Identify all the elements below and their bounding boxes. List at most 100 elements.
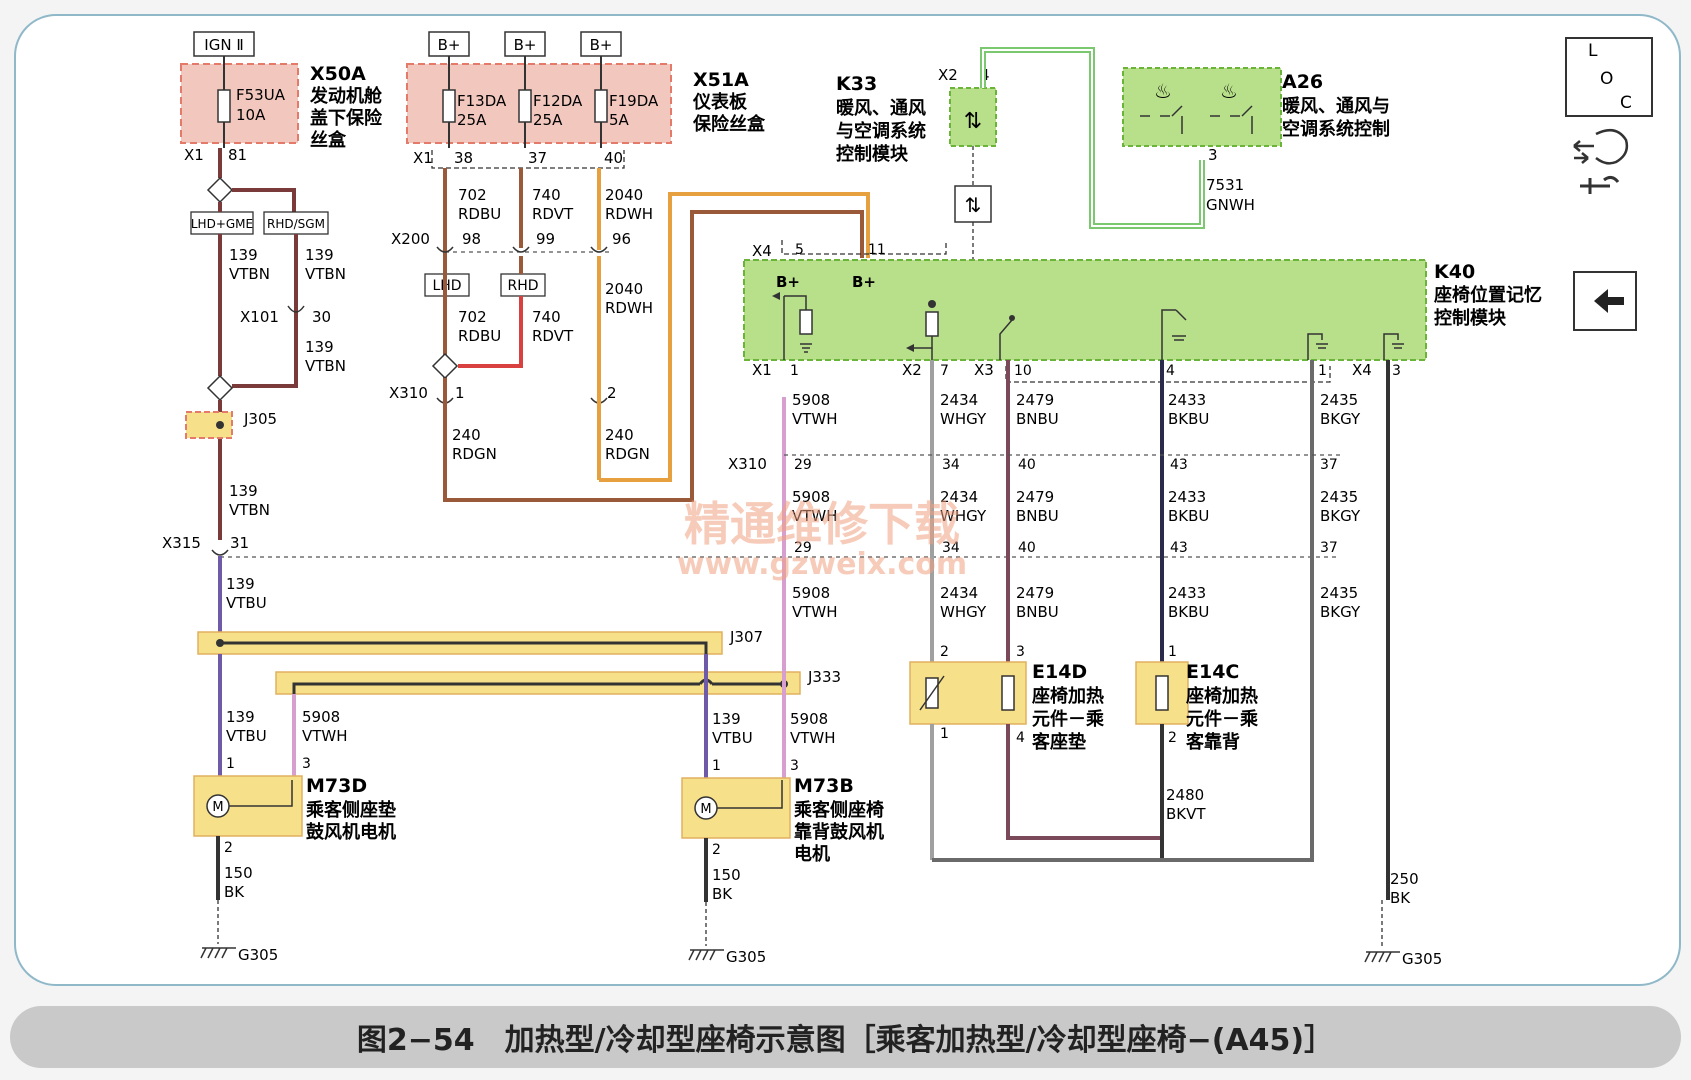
k40-name-1: 座椅位置记忆 (1434, 284, 1542, 306)
loc-icon (1565, 37, 1653, 117)
rdgn-a: RDGN (452, 445, 497, 463)
bk-c: BK (1390, 889, 1411, 907)
w5908-e: 5908 (792, 584, 830, 602)
a26-pin-3: 3 (1208, 146, 1218, 164)
k40-x3-label: X3 (974, 361, 994, 379)
m73b-pin-3: 3 (790, 758, 799, 774)
e14d-pin-3: 3 (1016, 644, 1025, 660)
whgy-c: WHGY (940, 603, 987, 621)
k33-data-icon: ⇅ (964, 109, 982, 134)
e14d-pin-2: 2 (940, 644, 949, 660)
m73b-name-1: 乘客侧座椅 (793, 799, 884, 821)
bkbu-a: BKBU (1168, 410, 1209, 428)
w7531: 7531 (1206, 176, 1244, 194)
loc-o: O (1600, 69, 1613, 89)
pin-30: 30 (312, 308, 331, 326)
x50a-x1-label: X1 (184, 146, 204, 164)
x310-lower-label: X310 (728, 455, 767, 473)
w5908-a: 5908 (302, 708, 340, 726)
pin-81: 81 (228, 146, 247, 164)
e14c-heater-icon (1155, 675, 1169, 711)
whgy-b: WHGY (940, 507, 987, 525)
m73b-id: M73B (794, 775, 854, 797)
vtwh-a: VTWH (302, 727, 348, 745)
x310-pin-43: 43 (1170, 457, 1188, 473)
x51a-id: X51A (693, 69, 749, 91)
k33-name-2: 与空调系统 (836, 120, 926, 142)
fuse-f53ua-label: F53UA (236, 86, 286, 104)
bplus-label-1: B+ (438, 36, 461, 54)
w2435-a: 2435 (1320, 391, 1358, 409)
x310-pin-34: 34 (942, 457, 960, 473)
k40-resistor-2 (925, 311, 939, 337)
bplus-box-2 (504, 31, 546, 57)
a26-name-1: 暖风、通风与 (1282, 95, 1390, 117)
x50a-name-1: 发动机舱 (309, 85, 383, 107)
fuse-f53ua-rating: 10A (236, 106, 266, 124)
w139-c: 139 (305, 338, 334, 356)
e14d-name-1: 座椅加热 (1032, 685, 1104, 707)
a26-box (1122, 67, 1282, 147)
m73d-name-1: 乘客侧座垫 (305, 799, 396, 821)
k40-ground-symbol-1 (800, 343, 812, 353)
fuse-f13da-label: F13DA (457, 92, 507, 110)
j307-label: J307 (729, 628, 763, 646)
vtbn-a: VTBN (229, 265, 270, 283)
figure-caption: 图2−54 加热型/冷却型座椅示意图［乘客加热型/冷却型座椅−(A45)］ (10, 1006, 1681, 1068)
j333-label: J333 (807, 668, 841, 686)
vtwh-b: VTWH (790, 729, 836, 747)
ground-label-3: G305 (1402, 950, 1442, 968)
pin-98: 98 (462, 230, 481, 248)
a26-seat-icon-2: ♨ (1220, 79, 1238, 103)
a26-name-2: 空调系统控制 (1282, 118, 1390, 140)
k40-x4-pin-1: 1 (1318, 363, 1327, 379)
w2480: 2480 (1166, 786, 1204, 804)
a26-seat-icon-1: ♨ (1154, 79, 1172, 103)
e14d-name-2: 元件－乘 (1032, 708, 1104, 730)
bplus-label-3: B+ (590, 36, 613, 54)
k40-x4-pin-3: 3 (1392, 363, 1401, 379)
x310-pin-40: 40 (1018, 457, 1036, 473)
w139-a: 139 (229, 246, 258, 264)
m73d-id: M73D (306, 775, 367, 797)
vtwh-c: VTWH (792, 410, 838, 428)
fuse-f12da-rating: 25A (533, 111, 563, 129)
w2479-c: 2479 (1016, 584, 1054, 602)
vtbu-c: VTBU (712, 729, 753, 747)
k40-x4-label: X4 (1352, 361, 1372, 379)
x51a-name-1: 仪表板 (692, 91, 748, 113)
x50a-name-3: 丝盒 (310, 129, 347, 151)
bkgy-a: BKGY (1320, 410, 1361, 428)
rdwh-b: RDWH (605, 299, 653, 317)
a26-switch-icon-2 (1210, 105, 1253, 134)
loc-l: L (1588, 41, 1598, 61)
k40-bplus-1: B+ (776, 273, 800, 291)
bkvt: BKVT (1166, 805, 1206, 823)
w139-b: 139 (305, 246, 334, 264)
j305-label: J305 (243, 410, 277, 428)
x51a-x1-label: X1 (413, 149, 433, 167)
w740-b: 740 (532, 308, 561, 326)
vtwh-d: VTWH (792, 507, 838, 525)
k33-box (949, 87, 997, 147)
w702-b: 702 (458, 308, 487, 326)
e14c-pin-2: 2 (1168, 730, 1177, 746)
m73b-name-2: 靠背鼓风机 (794, 821, 884, 843)
x50a-fuse-box (180, 63, 299, 144)
m73b-motor-letter: M (700, 802, 711, 817)
w5908-d: 5908 (792, 488, 830, 506)
pin-40: 40 (604, 149, 623, 167)
w740-a: 740 (532, 186, 561, 204)
k33-name-3: 控制模块 (836, 143, 909, 165)
rdgn-b: RDGN (605, 445, 650, 463)
ign-supply-box (193, 31, 255, 57)
x50a-id: X50A (310, 63, 366, 85)
e14d-pin-1: 1 (940, 726, 949, 742)
w2433-a: 2433 (1168, 391, 1206, 409)
fuse-f12da-label: F12DA (533, 92, 583, 110)
w2435-b: 2435 (1320, 488, 1358, 506)
a26-id: A26 (1282, 71, 1323, 93)
k40-x1-label: X1 (752, 361, 772, 379)
rdvt-a: RDVT (532, 205, 574, 223)
w2433-c: 2433 (1168, 584, 1206, 602)
